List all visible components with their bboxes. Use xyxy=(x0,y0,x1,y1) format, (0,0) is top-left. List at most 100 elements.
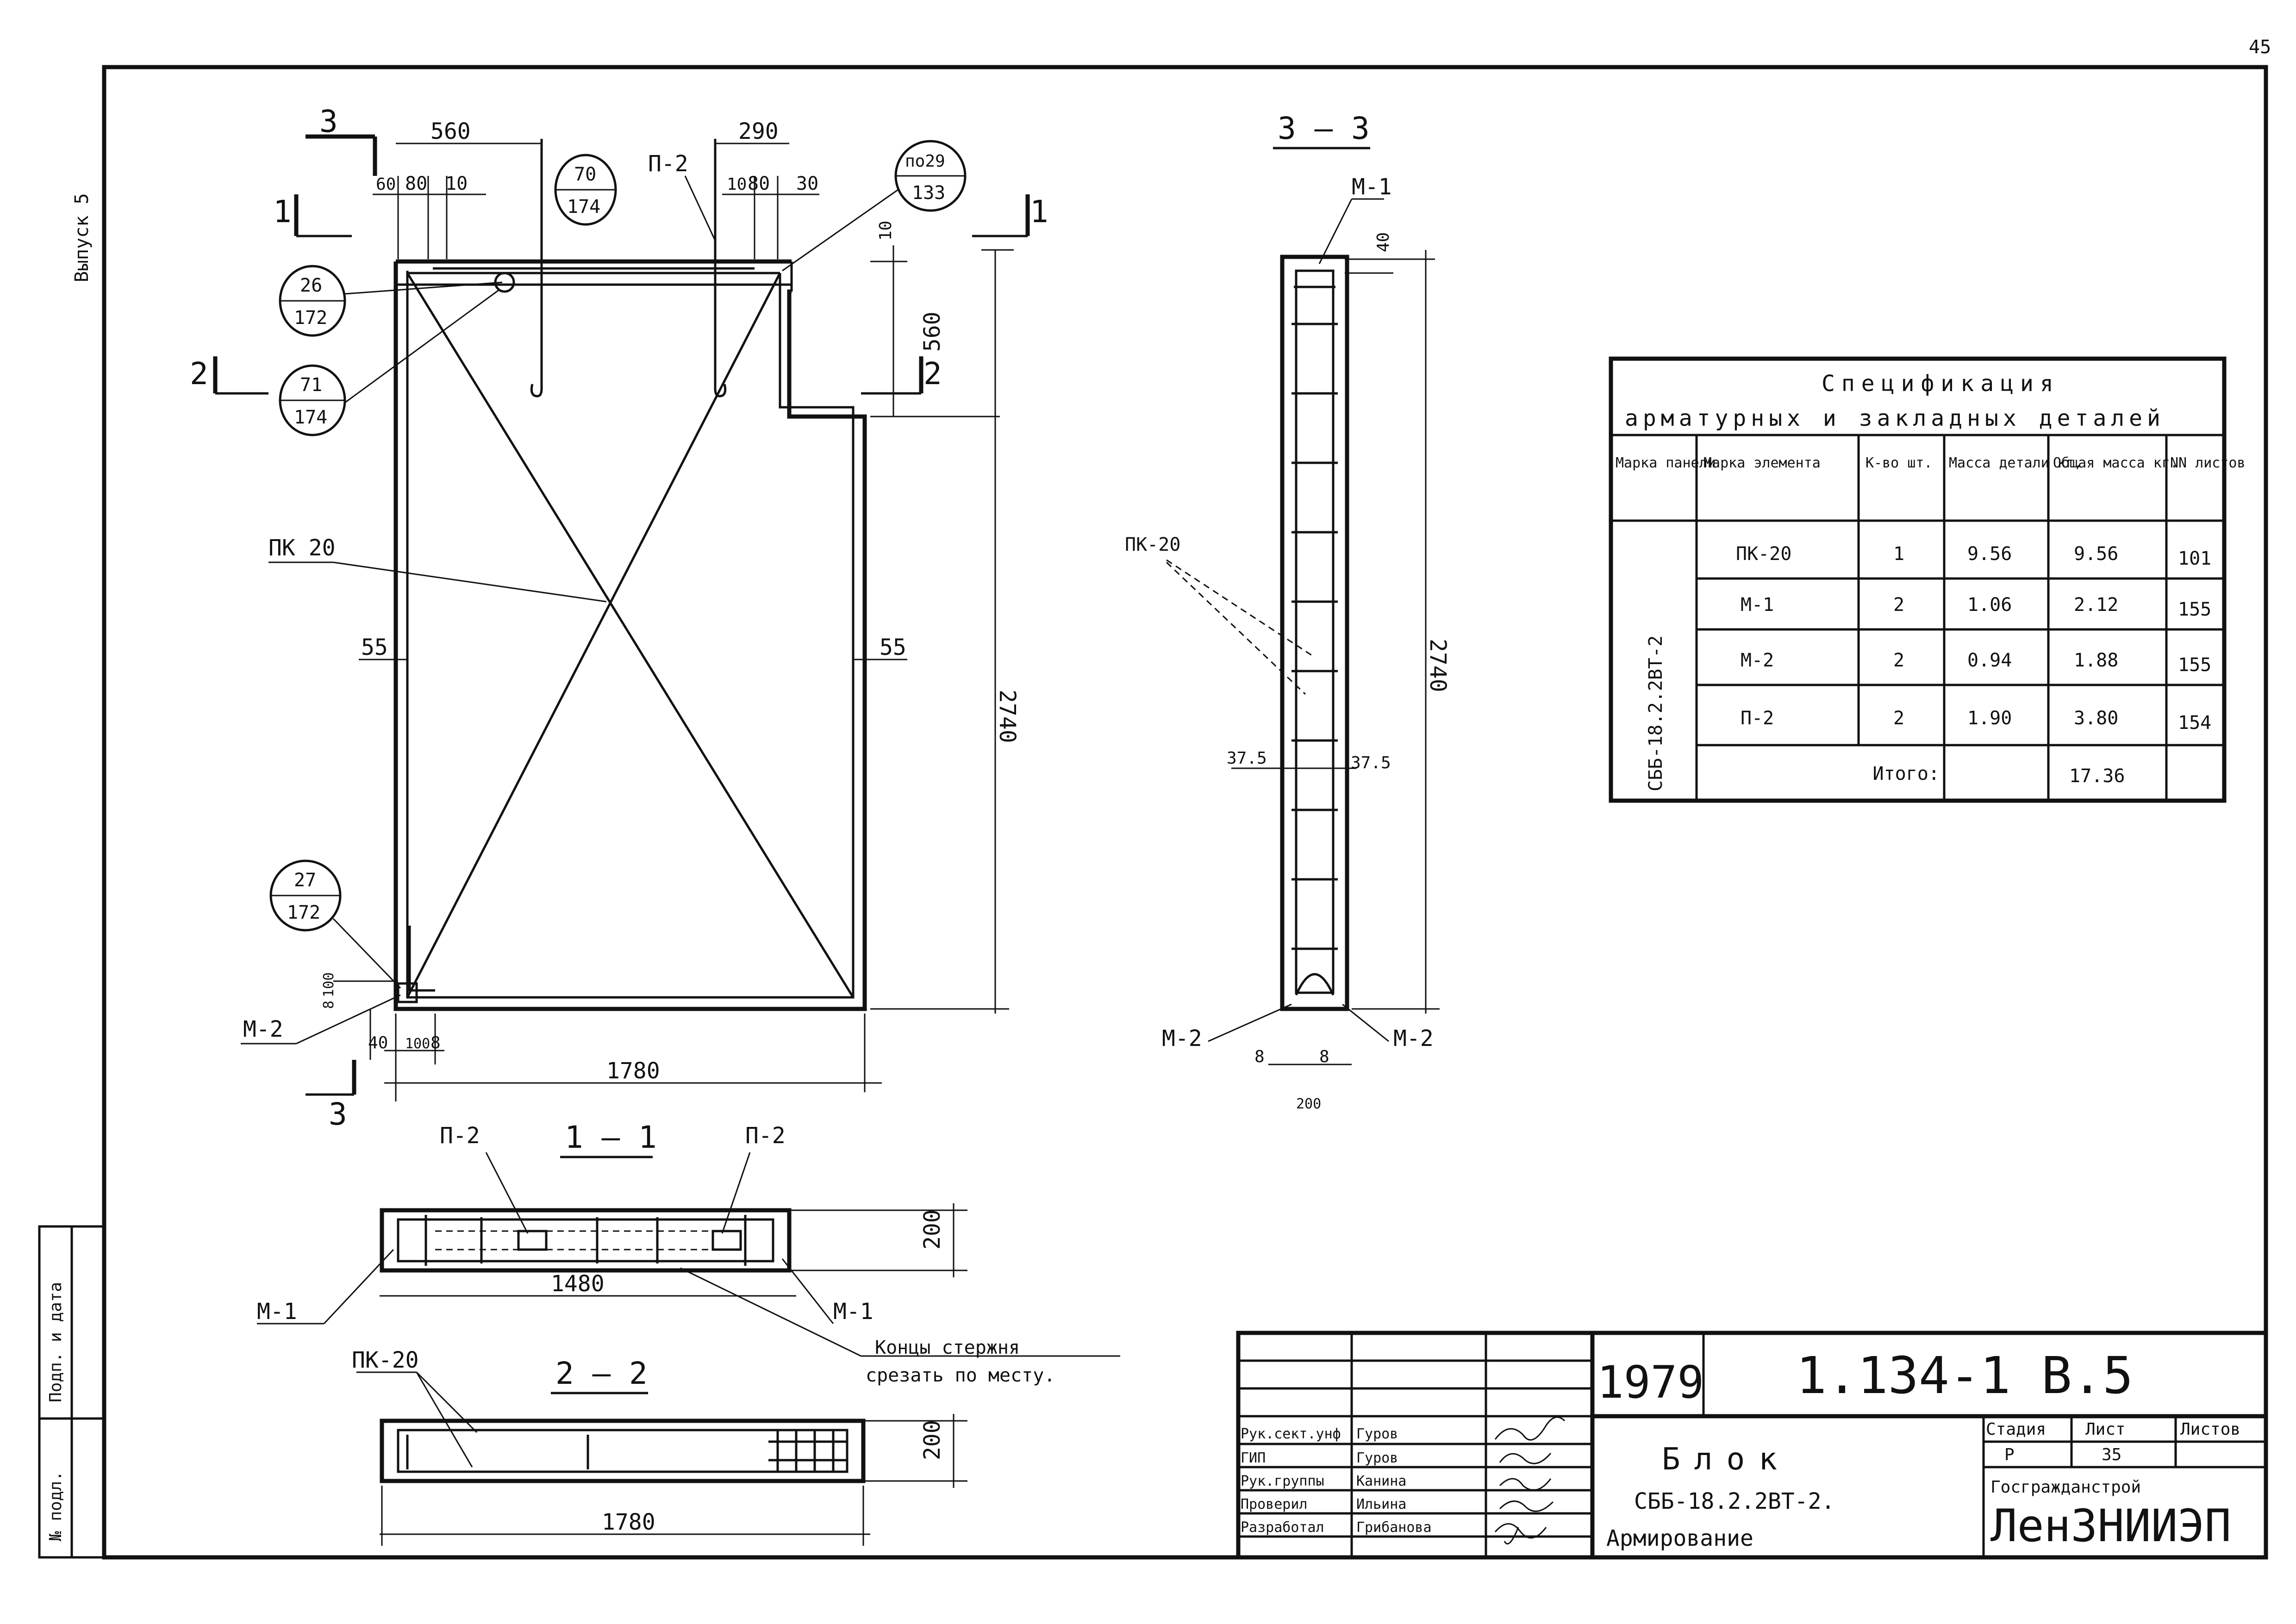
svg-text:П-2: П-2 xyxy=(1741,708,1774,729)
title-org-line1: Госгражданстрой xyxy=(1990,1478,2141,1497)
svg-text:9.56: 9.56 xyxy=(2074,543,2118,565)
plan-dim-10-left: 10 xyxy=(445,173,468,194)
plan-dim-2740: 2740 xyxy=(994,690,1020,743)
title-stage-header: Стадия xyxy=(1986,1420,2046,1439)
plan-dim-60: 60 xyxy=(376,175,396,194)
s22-label-pk20: ПК-20 xyxy=(352,1347,419,1373)
s33-dim-2740: 2740 xyxy=(1425,639,1451,692)
spec-total-label: Итого: xyxy=(1873,763,1940,784)
issue-label: Выпуск 5 xyxy=(71,193,93,282)
svg-text:101: 101 xyxy=(2178,548,2211,569)
svg-text:2: 2 xyxy=(1893,708,1904,729)
svg-text:70: 70 xyxy=(574,164,596,185)
title-stage: Р xyxy=(2004,1445,2015,1464)
section-2-2: 2 — 2 ПК-20 200 1780 xyxy=(352,1347,967,1546)
page-number: 45 xyxy=(2249,37,2271,58)
title-name-line2: СББ-18.2.2ВТ-2. xyxy=(1634,1488,1834,1514)
section-3-3-title: 3 — 3 xyxy=(1278,111,1370,146)
plan-view: 3 1 1 2 2 3 560 60 80 10 290 10 80 30 xyxy=(190,104,1048,1132)
svg-text:ГИП: ГИП xyxy=(1241,1450,1266,1466)
plan-dim-30: 30 xyxy=(796,173,818,194)
svg-text:71: 71 xyxy=(300,374,322,396)
s11-label-m1-right: М-1 xyxy=(833,1299,873,1325)
plan-dim-80-right: 80 xyxy=(748,173,770,194)
plan-label-m2: М-2 xyxy=(243,1016,283,1042)
svg-text:0.94: 0.94 xyxy=(1967,650,2012,671)
section-2-2-title: 2 — 2 xyxy=(555,1356,648,1391)
spec-header-mass: Масса детали кг. xyxy=(1949,455,2083,471)
svg-text:по29: по29 xyxy=(905,152,945,171)
spec-table: Спецификация арматурных и закладных дета… xyxy=(1609,356,2246,803)
spec-header-element: Марка элемента xyxy=(1703,455,1821,471)
spec-panel-mark: СББ-18.2.2ВТ-2 xyxy=(1645,635,1666,791)
section-3-marker-bottom: 3 xyxy=(329,1096,347,1132)
svg-text:27: 27 xyxy=(294,870,316,891)
s33-dim-37-5-right: 37.5 xyxy=(1351,753,1391,772)
title-org-line2: ЛенЗНИИЭП xyxy=(1990,1500,2231,1552)
title-block: 1979 1.134-1 В.5 Рук.сект.унф Гуров ГИП … xyxy=(1236,1331,2268,1560)
svg-text:2.12: 2.12 xyxy=(2074,594,2118,616)
svg-text:1: 1 xyxy=(1893,543,1904,565)
s22-dim-1780: 1780 xyxy=(602,1509,655,1535)
plan-dim-100-vertical: 100 xyxy=(321,972,337,997)
title-role-row: Рук.группы Канина xyxy=(1241,1473,1406,1489)
title-name-line3: Армирование xyxy=(1606,1525,1753,1551)
s22-dim-200: 200 xyxy=(919,1420,945,1460)
svg-text:Канина: Канина xyxy=(1356,1473,1406,1489)
svg-text:172: 172 xyxy=(294,307,327,329)
callout-70-174: 70 174 xyxy=(554,154,617,226)
title-role-row: Рук.сект.унф Гуров xyxy=(1241,1426,1398,1442)
s33-dim-8-right: 8 xyxy=(1319,1047,1329,1066)
spec-header-total: Общая масса кг. xyxy=(2053,455,2178,471)
plan-dim-55-right: 55 xyxy=(880,635,906,660)
svg-text:Ильина: Ильина xyxy=(1356,1496,1406,1512)
title-role-row: ГИП Гуров xyxy=(1241,1450,1398,1466)
svg-text:3.80: 3.80 xyxy=(2074,708,2118,729)
svg-text:1.88: 1.88 xyxy=(2074,650,2118,671)
spec-header-sheets: NN листов xyxy=(2170,455,2246,471)
plan-dim-10-right: 10 xyxy=(727,175,747,194)
svg-text:174: 174 xyxy=(567,196,600,218)
svg-text:ПК-20: ПК-20 xyxy=(1736,543,1791,565)
section-2-marker-right: 2 xyxy=(923,356,942,392)
svg-text:Проверил: Проверил xyxy=(1241,1496,1308,1512)
plan-dim-560-top: 560 xyxy=(430,118,471,144)
s33-dim-200: 200 xyxy=(1296,1096,1321,1112)
title-sheet-header: Лист xyxy=(2085,1420,2126,1439)
left-stamp: Подп. и дата № подл. xyxy=(38,1225,106,1559)
s11-note-line2: срезать по месту. xyxy=(866,1365,1055,1386)
spec-header-qty: К-во шт. xyxy=(1866,455,1933,471)
svg-text:26: 26 xyxy=(300,275,322,296)
spec-header-panel: Марка панели xyxy=(1616,455,1716,471)
svg-text:1.90: 1.90 xyxy=(1967,708,2012,729)
svg-text:Грибанова: Грибанова xyxy=(1356,1519,1432,1536)
title-sheets-header: Листов xyxy=(2180,1420,2240,1439)
callout-27-172: 27 172 xyxy=(269,859,401,989)
svg-text:172: 172 xyxy=(287,902,320,923)
s33-dim-37-5-left: 37.5 xyxy=(1227,749,1267,768)
s11-dim-1480: 1480 xyxy=(551,1271,605,1297)
svg-text:М-2: М-2 xyxy=(1741,650,1774,671)
spec-title: Спецификация xyxy=(1822,371,2060,397)
spec-total-value: 17.36 xyxy=(2069,765,2125,787)
svg-text:9.56: 9.56 xyxy=(1967,543,2012,565)
callout-71-174: 71 174 xyxy=(279,288,500,436)
section-3-3: 3 — 3 М-1 40 2740 ПК-20 xyxy=(1125,111,1451,1112)
svg-text:М-1: М-1 xyxy=(1741,594,1774,616)
svg-text:2: 2 xyxy=(1893,594,1904,616)
spec-row: П-2 2 1.90 3.80 154 xyxy=(1741,708,2211,734)
callout-26-172: 26 172 xyxy=(279,265,503,337)
plan-dim-10-vertical: 10 xyxy=(876,221,895,241)
plan-dim-290: 290 xyxy=(738,118,779,144)
spec-subtitle: арматурных и закладных деталей xyxy=(1625,405,2165,431)
plan-dim-40: 40 xyxy=(368,1033,388,1052)
section-3-marker-top: 3 xyxy=(319,104,338,139)
plan-dim-1780: 1780 xyxy=(606,1058,660,1084)
plan-dim-8-bottom: 8 xyxy=(430,1033,441,1052)
s33-dim-8-left: 8 xyxy=(1254,1047,1265,1066)
spec-row: М-1 2 1.06 2.12 155 xyxy=(1741,594,2211,620)
svg-text:174: 174 xyxy=(294,407,327,428)
svg-text:Рук.сект.унф: Рук.сект.унф xyxy=(1241,1426,1341,1442)
plan-dim-55-left: 55 xyxy=(361,635,388,660)
